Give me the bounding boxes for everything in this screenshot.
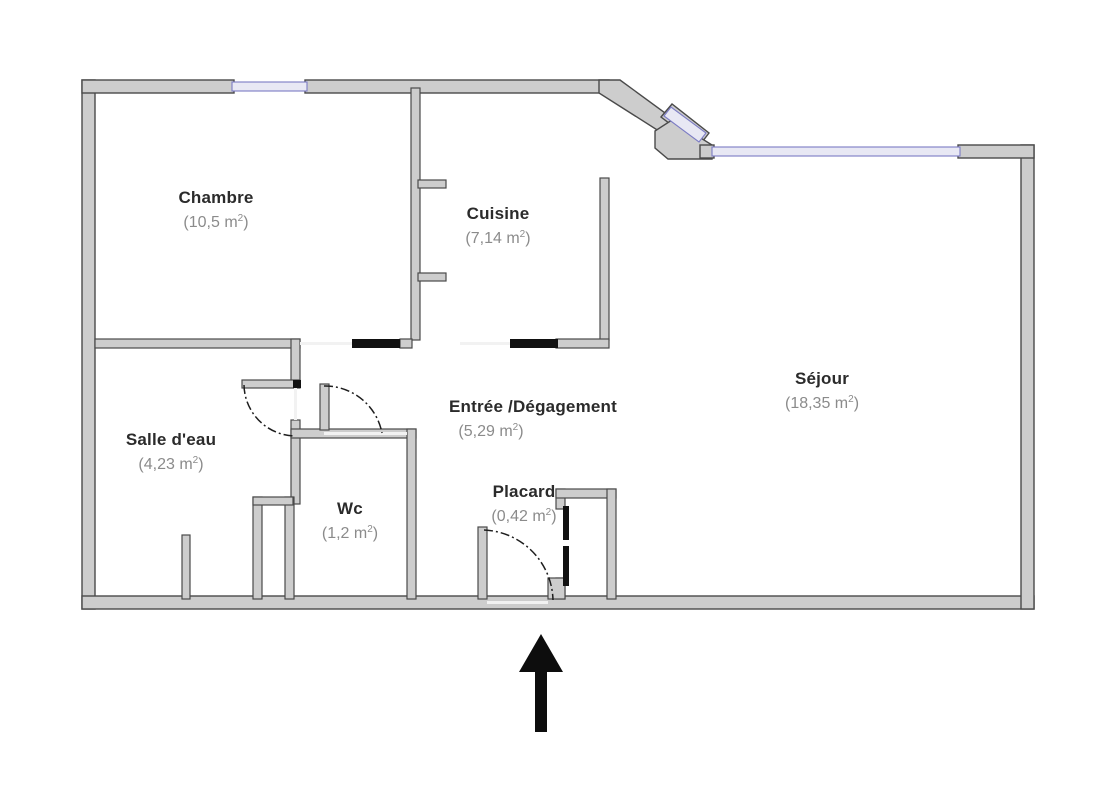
wall-placard-sill: [547, 577, 566, 600]
arc-wc-swing: [323, 385, 383, 434]
room-area-entree-value: (5,29 m: [458, 423, 512, 440]
wall-exterior-top-left: [81, 79, 235, 94]
door-salle-deau-leaf: [293, 380, 301, 388]
room-area-wc-value: (1,2 m: [322, 525, 367, 542]
wall-chambre-bottom: [94, 338, 301, 349]
room-area-sejour-value: (18,35 m: [785, 395, 848, 412]
room-area-chambre-tail: ): [243, 214, 248, 231]
door-placard-panel-upper: [563, 506, 569, 540]
door-panels-group: [293, 339, 569, 586]
room-name-entree-degagement: Entrée /Dégagement: [449, 397, 617, 416]
room-area-wc: (1,2 m2): [322, 524, 378, 542]
room-label-chambre: Chambre (10,5 m2): [178, 188, 253, 231]
room-area-placard-value: (0,42 m: [491, 508, 545, 525]
door-placard-panel-lower: [563, 546, 569, 586]
wall-wc-door-jamb: [319, 383, 330, 431]
room-area-sejour-tail: ): [854, 395, 859, 412]
wall-placard-right: [606, 488, 617, 600]
room-name-wc: Wc: [337, 499, 363, 518]
window-bay-diagonal: [663, 106, 707, 143]
window-sejour-north: [711, 146, 961, 157]
room-area-wc-exponent: 2: [367, 524, 373, 535]
room-label-cuisine: Cuisine (7,14 m2): [465, 204, 530, 247]
windows-group: [231, 81, 961, 157]
room-area-entree-tail: ): [518, 423, 523, 440]
room-label-salle-deau: Salle d'eau (4,23 m2): [126, 430, 216, 473]
room-area-salle-deau: (4,23 m2): [138, 455, 203, 473]
room-area-salle-deau-value: (4,23 m: [138, 456, 192, 473]
wall-vestibule-stub: [252, 496, 263, 600]
wall-exterior-right: [1020, 144, 1035, 610]
room-area-chambre: (10,5 m2): [183, 213, 248, 231]
wall-vestibule-head: [252, 496, 294, 506]
room-area-sejour-exponent: 2: [848, 394, 854, 405]
entrance-direction-arrow: [519, 634, 563, 732]
room-area-salle-deau-exponent: 2: [193, 455, 199, 466]
room-area-wc-tail: ): [373, 525, 378, 542]
room-label-placard: Placard (0,42 m2): [491, 482, 556, 525]
room-label-wc: Wc (1,2 m2): [322, 499, 378, 542]
door-swing-arcs-group: [243, 384, 554, 601]
wall-cuisine-sejour: [599, 177, 610, 341]
room-area-salle-deau-tail: ): [198, 456, 203, 473]
room-label-sejour: Séjour (18,35 m2): [785, 369, 859, 412]
room-name-cuisine: Cuisine: [467, 204, 530, 223]
room-area-placard: (0,42 m2): [491, 507, 556, 525]
wall-wc-right: [406, 428, 417, 600]
wall-cuisine-counter-lower: [417, 272, 447, 282]
room-name-chambre: Chambre: [178, 188, 253, 207]
door-chambre-to-entree: [352, 339, 400, 348]
room-name-salle-deau: Salle d'eau: [126, 430, 216, 449]
room-labels-group: Chambre (10,5 m2) Cuisine (7,14 m2) Séjo…: [126, 188, 859, 542]
wall-salle-deau-top-stub: [290, 338, 301, 386]
arc-entry-swing: [483, 529, 554, 601]
interior-walls: [94, 87, 617, 600]
room-area-cuisine-value: (7,14 m: [465, 230, 519, 247]
room-area-placard-tail: ): [551, 508, 556, 525]
wall-chambre-cuisine: [410, 87, 421, 341]
room-area-chambre-value: (10,5 m: [183, 214, 237, 231]
wall-exterior-top-sejour-right: [957, 144, 1035, 159]
wall-bay-knuckle-upper: [598, 79, 673, 134]
room-area-sejour: (18,35 m2): [785, 394, 859, 412]
wall-cuisine-counter-upper: [417, 179, 447, 189]
room-area-entree-exponent: 2: [513, 422, 519, 433]
room-area-placard-exponent: 2: [546, 507, 552, 518]
door-cuisine-to-entree: [510, 339, 558, 348]
room-area-cuisine-exponent: 2: [520, 229, 526, 240]
arc-salle-deau-swing: [243, 384, 296, 437]
wall-exterior-left: [81, 79, 96, 610]
wall-entree-top-left: [399, 338, 413, 349]
room-name-sejour: Séjour: [795, 369, 849, 388]
room-label-entree-degagement: Entrée /Dégagement (5,29 m2): [449, 397, 617, 440]
wall-exterior-top-mid: [304, 79, 610, 94]
wall-salle-deau-stub: [181, 534, 191, 600]
room-area-cuisine-tail: ): [525, 230, 530, 247]
room-name-placard: Placard: [493, 482, 556, 501]
wall-wc-left-lower: [284, 496, 295, 600]
wall-entry-jamb-left: [477, 526, 488, 600]
threshold-gaps-group: [294, 342, 548, 604]
wall-salle-deau-door-head: [241, 379, 301, 389]
room-area-chambre-exponent: 2: [238, 213, 244, 224]
wall-entree-top-right: [555, 338, 610, 349]
window-chambre-north: [231, 81, 308, 92]
room-area-cuisine: (7,14 m2): [465, 229, 530, 247]
room-area-entree-degagement: (5,29 m2): [458, 422, 523, 440]
